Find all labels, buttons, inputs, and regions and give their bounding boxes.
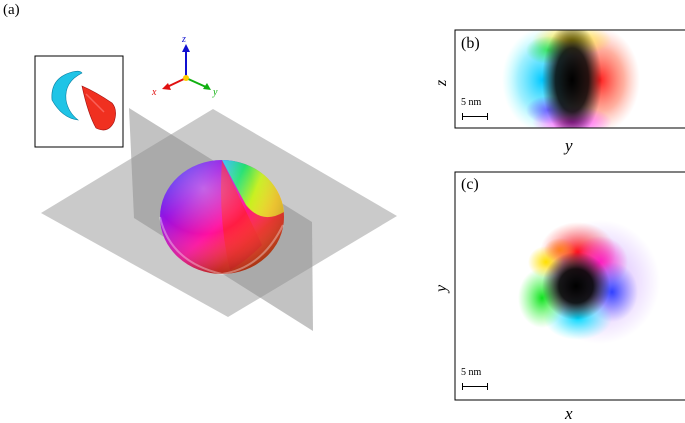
panel-c-vertical-axis-label: y xyxy=(433,284,450,292)
red-crescent xyxy=(81,85,116,131)
panel-b-vertical-axis-label: z xyxy=(433,79,450,86)
z-axis-label: z xyxy=(182,34,186,45)
panel-c-scale-bar xyxy=(462,383,488,390)
panel-a-label: (a) xyxy=(3,2,20,18)
panel-b-horizontal-axis-label: y xyxy=(565,136,573,155)
inset-isosurface xyxy=(34,55,124,148)
panel-c-label: (c) xyxy=(461,176,479,193)
panel-b-map xyxy=(502,30,640,128)
axis-triad xyxy=(162,44,211,90)
cyan-crescent xyxy=(51,70,83,121)
panel-c-scale-label: 5 nm xyxy=(461,367,482,378)
panel-b-label: (b) xyxy=(461,35,480,52)
panel-b-scale-label: 5 nm xyxy=(461,97,482,108)
x-axis-label: x xyxy=(152,87,157,98)
panel-b-scale-bar xyxy=(462,113,488,120)
panel-c-horizontal-axis-label: x xyxy=(565,404,573,423)
panel-c-map xyxy=(518,220,660,344)
skyrmion-sphere xyxy=(159,159,284,276)
y-axis-label: y xyxy=(213,87,218,98)
